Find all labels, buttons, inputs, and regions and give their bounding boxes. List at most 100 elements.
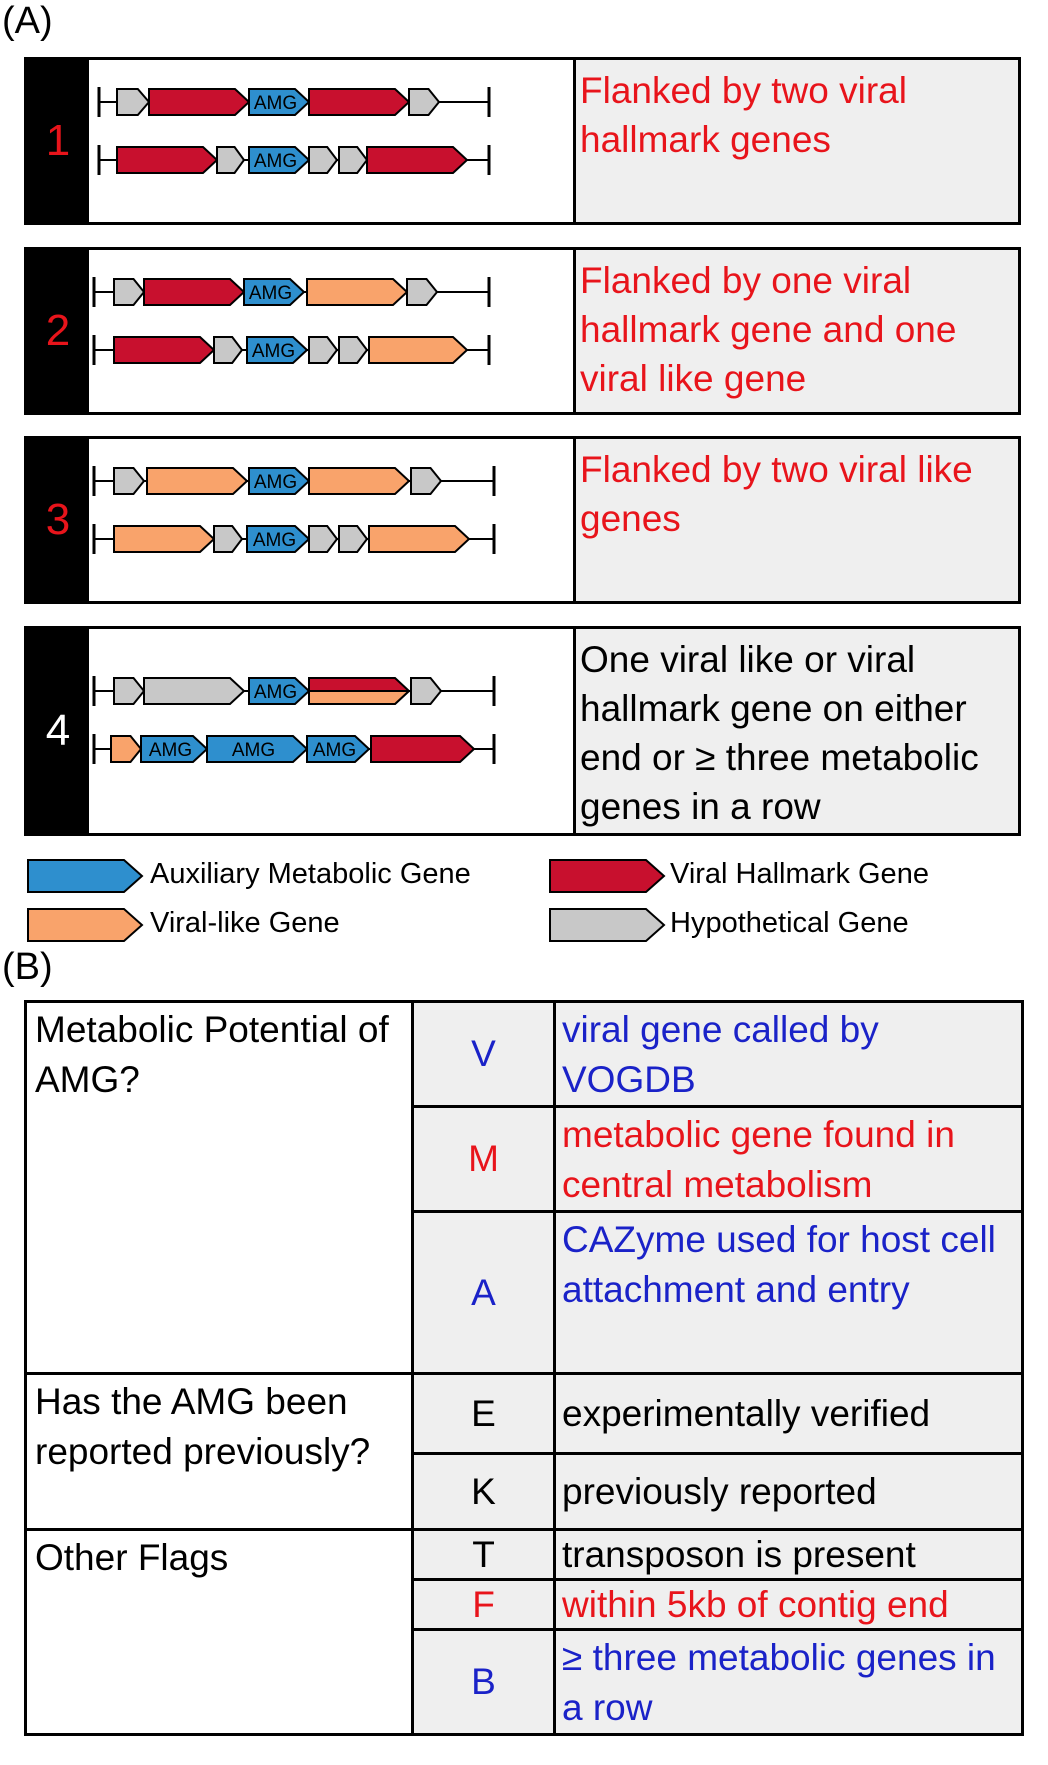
gene-arrow [206,735,309,763]
amg-label: AMG [254,151,297,172]
amg-label: AMG [249,283,292,304]
amg-label: AMG [254,472,297,493]
gene-arrow [308,467,411,495]
category-1: 1 AMG AMG Flanked by two viral hallmark g… [24,57,1021,225]
gene-arrow [368,336,469,364]
amg-label: AMG [252,341,295,362]
flag-code: T [411,1528,556,1581]
gene-arrow [110,735,143,763]
gene-arrow [308,525,339,553]
category-2: 2 AMG AMG Flanked by one viral hallmark g… [24,247,1021,415]
gene-diagram: AMG AMG [89,439,576,601]
gene-arrow [370,735,476,763]
amg-label: AMG [313,740,356,761]
gene-arrow [246,336,309,364]
flag-code: V [411,1000,556,1108]
table-row: Other Flags T transposon is present [24,1528,1024,1736]
amg-label: AMG [149,740,192,761]
flag-description: metabolic gene found in central metaboli… [553,1105,1024,1213]
gene-arrow [308,88,411,116]
legend-label: Viral Hallmark Gene [670,858,929,890]
gene-arrows-svg: AMG AMG [97,87,491,175]
gene-arrow [306,278,409,306]
flag-description: previously reported [553,1452,1024,1531]
flag-description: experimentally verified [553,1372,1024,1455]
table-row: K previously reported [26,1452,1024,1531]
group-reported-previously: Has the AMG been reported previously? [24,1372,414,1531]
gene-arrow [308,146,339,174]
gene-arrow [113,677,146,705]
gene-arrow-lower-half [308,690,412,705]
gene-arrow [146,467,249,495]
flag-code: E [411,1372,556,1455]
gene-arrow [248,146,311,174]
gene-arrow [248,467,311,495]
gene-arrow [113,278,146,306]
amg-label: AMG [254,93,297,114]
table-row: Metabolic Potential of AMG? V viral gene… [24,1000,1024,1375]
legend-label: Viral-like Gene [150,907,340,939]
gene-arrow [338,146,369,174]
flag-description: ≥ three metabolic genes in a row [553,1628,1024,1736]
gene-arrow [143,677,246,705]
category-description: Flanked by two viral hallmark genes [576,60,1018,222]
table-row: M metabolic gene found in central metabo… [26,1105,1024,1213]
table-row: B ≥ three metabolic genes in a row [26,1628,1024,1736]
legend-swatch-hypothetical [549,908,666,942]
gene-arrow [366,146,469,174]
table-row: Has the AMG been reported previously? E … [24,1372,1024,1531]
panel-b-label: (B) [2,946,53,988]
gene-arrow [113,467,146,495]
flag-code: B [411,1628,556,1736]
amg-label: AMG [254,682,297,703]
category-number: 3 [27,439,89,601]
gene-arrow [148,88,251,116]
legend-swatch-amg [27,859,144,893]
gene-arrow [143,278,246,306]
gene-arrow [306,735,371,763]
gene-arrow [410,677,443,705]
gene-arrow [338,336,369,364]
flag-code: K [411,1452,556,1531]
amg-label: AMG [253,530,296,551]
category-number: 1 [27,60,89,222]
flag-description: viral gene called by VOGDB [553,1000,1024,1108]
gene-arrow [406,278,439,306]
category-number: 2 [27,250,89,412]
gene-diagram: AMG AMG [89,250,576,412]
category-description: Flanked by one viral hallmark gene and o… [576,250,1018,412]
gene-arrow [408,88,441,116]
flag-description: transposon is present [553,1528,1024,1581]
category-number: 4 [27,629,89,833]
gene-arrows-svg: AMG AMG [92,466,496,554]
flag-code: F [411,1578,556,1631]
gene-arrows-svg: AMG AMG [92,277,491,365]
gene-arrow [243,278,306,306]
flag-code: M [411,1105,556,1213]
gene-arrow [113,525,216,553]
gene-arrow [213,336,244,364]
gene-arrow [140,735,209,763]
gene-arrow [216,146,246,174]
gene-arrow [308,336,339,364]
legend-swatch-viral-hallmark [549,859,666,893]
gene-arrow [248,677,311,705]
flags-table: Metabolic Potential of AMG? V viral gene… [24,1000,1024,1736]
group-other-flags: Other Flags [24,1528,414,1736]
gene-arrow [116,88,151,116]
legend-label: Auxiliary Metabolic Gene [150,858,471,890]
amg-label: AMG [232,740,275,761]
group-metabolic-potential: Metabolic Potential of AMG? [24,1000,414,1375]
gene-arrow [213,525,244,553]
gene-arrow [113,336,216,364]
gene-diagram: AMG AMG [89,60,576,222]
gene-arrow [410,467,443,495]
gene-arrow [338,525,369,553]
gene-arrow [368,525,471,553]
flag-description: CAZyme used for host cell attachment and… [553,1210,1024,1375]
gene-diagram: AMG AMG AMG AMG [89,629,576,833]
table-row: A CAZyme used for host cell attachment a… [26,1210,1024,1375]
flag-description: within 5kb of contig end [553,1578,1024,1631]
